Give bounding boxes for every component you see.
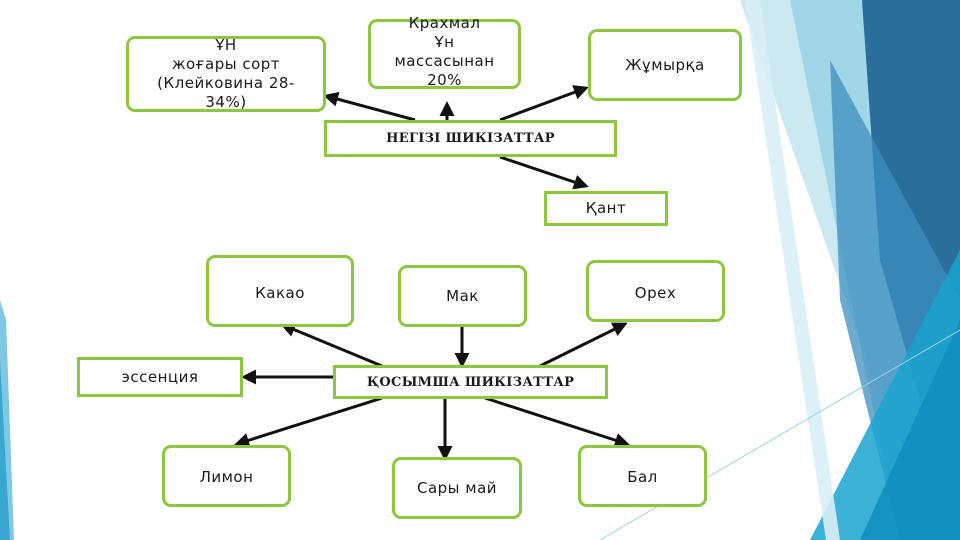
nuts-label: Орех [634,284,677,302]
poppy-box: Мак [398,265,527,327]
arrow-to-honey [484,396,630,448]
flour-box: ҰН жоғары сорт (Клейковина 28- 34%) [126,36,326,112]
egg-box: Жұмырқа [588,29,742,101]
cocoa-label: Какао [255,284,305,302]
sugar-label: Қант [585,199,627,217]
arrow-to-nuts [539,322,628,368]
starch-box: Крахмал Ұн массасынан 20% [368,14,521,89]
flour-label: ҰН жоғары сорт (Клейковина 28- 34%) [157,36,295,111]
nuts-box: Орех [586,260,725,322]
butter-box: Сары май [392,457,522,519]
essence-label: эссенция [121,368,199,386]
arrow-to-lemon [234,396,383,448]
arrow-to-flour [323,91,416,122]
lemon-box: Лимон [162,445,291,507]
butter-label: Сары май [416,478,498,497]
additional-ingredients-hub: ҚОСЫМША ШИКІЗАТТАР [333,365,608,399]
starch-label: Крахмал Ұн массасынан 20% [394,14,495,89]
honey-label: Бал [627,468,658,486]
arrow-to-egg [499,85,589,122]
additional-ingredients-title: ҚОСЫМША ШИКІЗАТТАР [366,374,575,390]
main-ingredients-hub: НЕГІЗІ ШИКІЗАТТАР [324,120,617,157]
lemon-label: Лимон [199,468,254,486]
essence-box: эссенция [77,357,243,397]
arrow-to-sugar [499,155,589,190]
arrow-to-cocoa [280,322,383,368]
poppy-label: Мак [446,286,479,305]
honey-box: Бал [578,445,707,507]
main-ingredients-title: НЕГІЗІ ШИКІЗАТТАР [386,131,555,146]
cocoa-box: Какао [206,255,354,327]
sugar-box: Қант [544,191,668,226]
egg-label: Жұмырқа [625,55,705,74]
